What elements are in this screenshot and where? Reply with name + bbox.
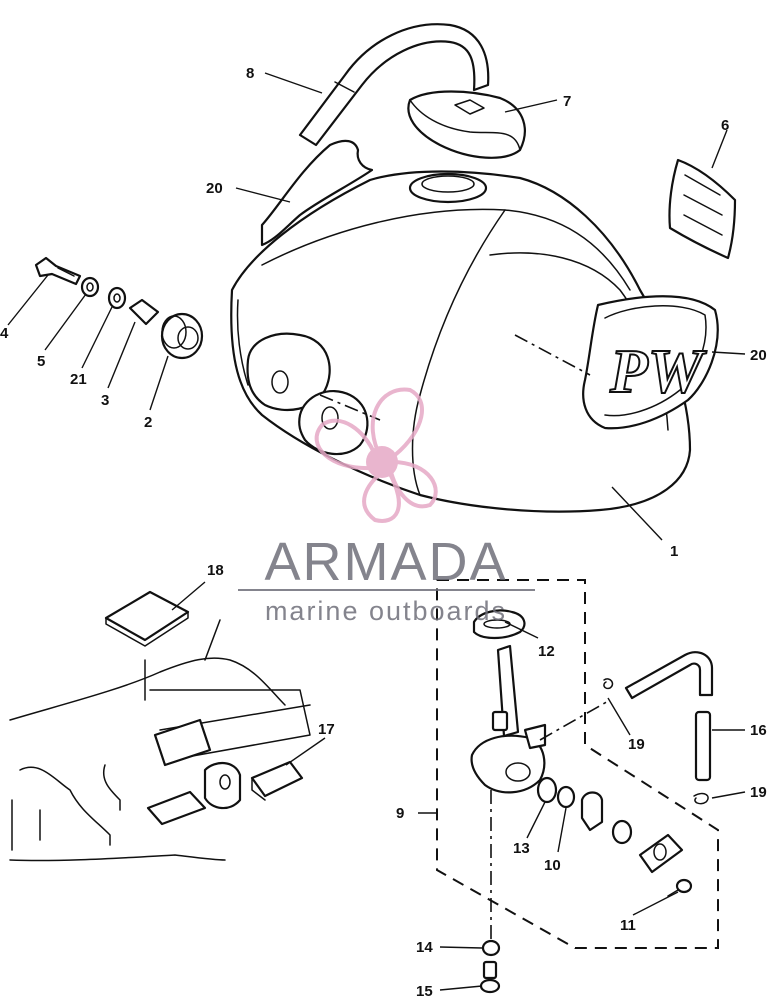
label-4: 4 bbox=[0, 325, 9, 342]
label-20-right: 20 bbox=[750, 347, 767, 364]
bolt-4 bbox=[34, 256, 82, 286]
bracket-plate bbox=[668, 158, 737, 260]
fuel-cock bbox=[470, 644, 547, 794]
label-19-b: 19 bbox=[750, 784, 767, 801]
washer bbox=[611, 819, 633, 845]
collar-3 bbox=[128, 298, 160, 326]
label-5: 5 bbox=[37, 353, 45, 370]
label-13: 13 bbox=[513, 840, 530, 857]
leader-lines bbox=[7, 72, 746, 991]
svg-text:PW: PW bbox=[609, 338, 707, 406]
breather-hose bbox=[298, 23, 490, 147]
label-3: 3 bbox=[101, 392, 109, 409]
fuel-cap bbox=[407, 90, 526, 159]
label-10: 10 bbox=[544, 857, 561, 874]
oring-10 bbox=[556, 785, 576, 809]
propeller-logo-icon bbox=[314, 387, 438, 523]
label-8: 8 bbox=[246, 65, 254, 82]
fuel-tank bbox=[230, 170, 692, 513]
label-6: 6 bbox=[721, 117, 729, 134]
side-cover-decal bbox=[260, 139, 374, 247]
pad-18 bbox=[104, 590, 190, 647]
pad-17 bbox=[250, 760, 304, 801]
label-21: 21 bbox=[70, 371, 87, 388]
gasket-14 bbox=[481, 939, 501, 957]
tank-decal-pw: PW bbox=[582, 295, 719, 430]
washer-5 bbox=[80, 276, 100, 298]
label-16: 16 bbox=[750, 722, 767, 739]
label-20-left: 20 bbox=[206, 180, 223, 197]
screw-11 bbox=[667, 878, 693, 897]
fuel-hose-16 bbox=[624, 651, 714, 782]
watermark-brand: ARMADA bbox=[264, 532, 507, 592]
label-12: 12 bbox=[538, 643, 555, 660]
label-2: 2 bbox=[144, 414, 152, 431]
part-labels: 1 2 3 4 5 6 7 8 9 10 11 12 13 14 15 16 1… bbox=[0, 65, 767, 1000]
fuel-cock-group-outline bbox=[436, 579, 719, 949]
drain-screw-15 bbox=[479, 960, 501, 994]
plate-cover bbox=[638, 833, 684, 874]
label-11: 11 bbox=[620, 917, 636, 934]
hose-clip-19 bbox=[603, 678, 709, 805]
label-18: 18 bbox=[207, 562, 224, 579]
watermark-tagline: marine outboards bbox=[265, 596, 507, 626]
watermark: ARMADA marine outboards bbox=[238, 387, 535, 626]
strainer-seal-12 bbox=[472, 609, 526, 640]
label-15: 15 bbox=[416, 983, 433, 1000]
lever bbox=[580, 791, 604, 832]
label-9: 9 bbox=[396, 805, 404, 822]
washer-21 bbox=[107, 286, 127, 310]
oring-13 bbox=[536, 776, 558, 804]
label-14: 14 bbox=[416, 939, 433, 956]
label-19-a: 19 bbox=[628, 736, 645, 753]
label-7: 7 bbox=[563, 93, 571, 110]
damper-2 bbox=[160, 312, 204, 360]
frame-assembly bbox=[9, 619, 311, 862]
label-1: 1 bbox=[670, 543, 678, 560]
label-17: 17 bbox=[318, 721, 335, 738]
